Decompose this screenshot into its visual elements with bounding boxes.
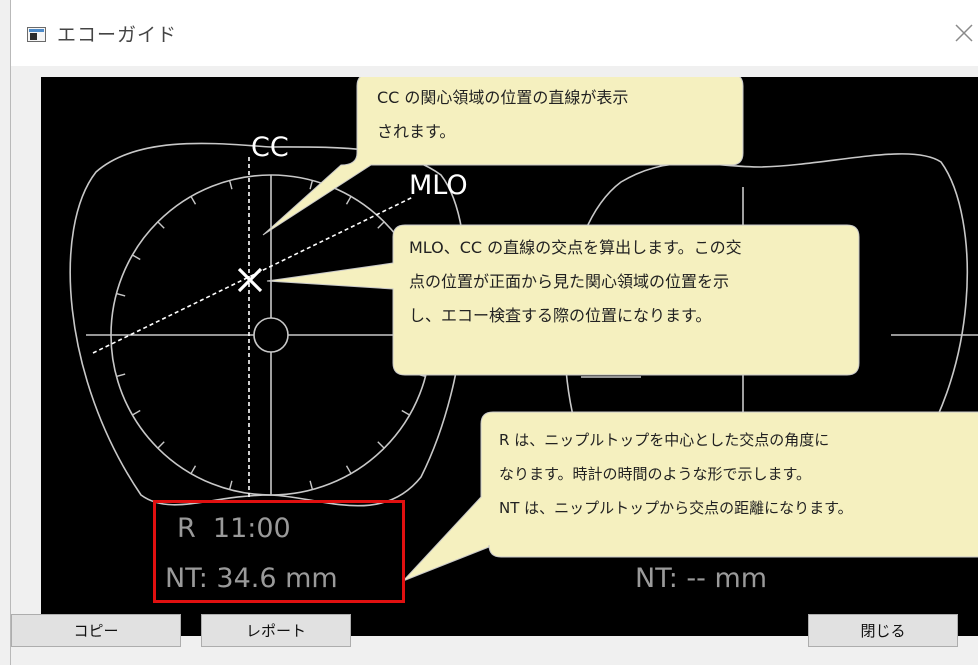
intersection-cross-icon [237, 267, 263, 293]
callout-r-nt-line-1: R は、ニップルトップを中心とした交点の角度に [499, 431, 830, 449]
breast-map-graphics [69, 77, 978, 582]
callout-r-nt-text: R は、ニップルトップを中心とした交点の角度に なります。時計の時間のような形で… [499, 423, 853, 525]
readout-highlight-box [153, 500, 405, 603]
callout-mlo-line-2: 点の位置が正面から見た関心領域の位置を示 [409, 272, 730, 291]
app-icon [27, 27, 46, 42]
clock-tick [116, 292, 126, 297]
callout-mlo-line-1: MLO、CC の直線の交点を算出します。この交 [409, 238, 742, 257]
close-button[interactable]: 閉じる [808, 614, 958, 647]
callout-mlo-text: MLO、CC の直線の交点を算出します。この交 点の位置が正面から見た関心領域の… [409, 231, 742, 333]
clock-tick [157, 441, 165, 449]
breast-map-viewer[interactable]: CC MLO CC の関心領域の位置の直線が表示 されます。 MLO、CC の直… [41, 77, 978, 636]
callout-cc-line-1: CC の関心領域の位置の直線が表示 [377, 88, 629, 107]
clock-tick [377, 221, 385, 229]
clock-tick [309, 480, 314, 490]
clock-tick [157, 221, 165, 229]
close-icon[interactable] [951, 20, 977, 46]
clock-tick [377, 441, 385, 449]
callout-r-nt-line-3: NT は、ニップルトップから交点の距離になります。 [499, 499, 853, 517]
clock-tick [345, 465, 352, 474]
clock-tick [132, 254, 141, 261]
cc-label: CC [251, 132, 289, 163]
right-nt-readout: NT: -- mm [635, 563, 768, 594]
callout-cc [262, 77, 744, 236]
clock-tick [116, 373, 126, 378]
title-bar: エコーガイド [11, 0, 978, 66]
left-r-readout: R 11:00 [177, 513, 291, 544]
callout-mlo [266, 224, 860, 376]
clock-tick [132, 409, 141, 416]
mlo-label: MLO [409, 170, 468, 201]
echo-guide-window: エコーガイド [10, 0, 978, 665]
window-title: エコーガイド [57, 24, 178, 46]
report-button[interactable]: レポート [201, 614, 351, 647]
clock-tick [190, 465, 197, 474]
callout-cc-line-2: されます。 [377, 122, 456, 141]
left-nt-readout: NT: 34.6 mm [165, 563, 338, 594]
callout-r-nt [402, 411, 978, 582]
copy-button[interactable]: コピー [11, 614, 181, 647]
clock-tick [401, 409, 410, 416]
clock-tick [190, 196, 197, 205]
clock-tick [228, 180, 233, 190]
callout-r-nt-line-2: なります。時計の時間のような形で示します。 [499, 465, 812, 483]
clock-tick [228, 480, 233, 490]
clock-tick [345, 196, 352, 205]
callout-cc-text: CC の関心領域の位置の直線が表示 されます。 [377, 81, 628, 149]
clock-tick [309, 180, 314, 190]
callout-mlo-line-3: し、エコー検査する際の位置になります。 [409, 306, 712, 325]
